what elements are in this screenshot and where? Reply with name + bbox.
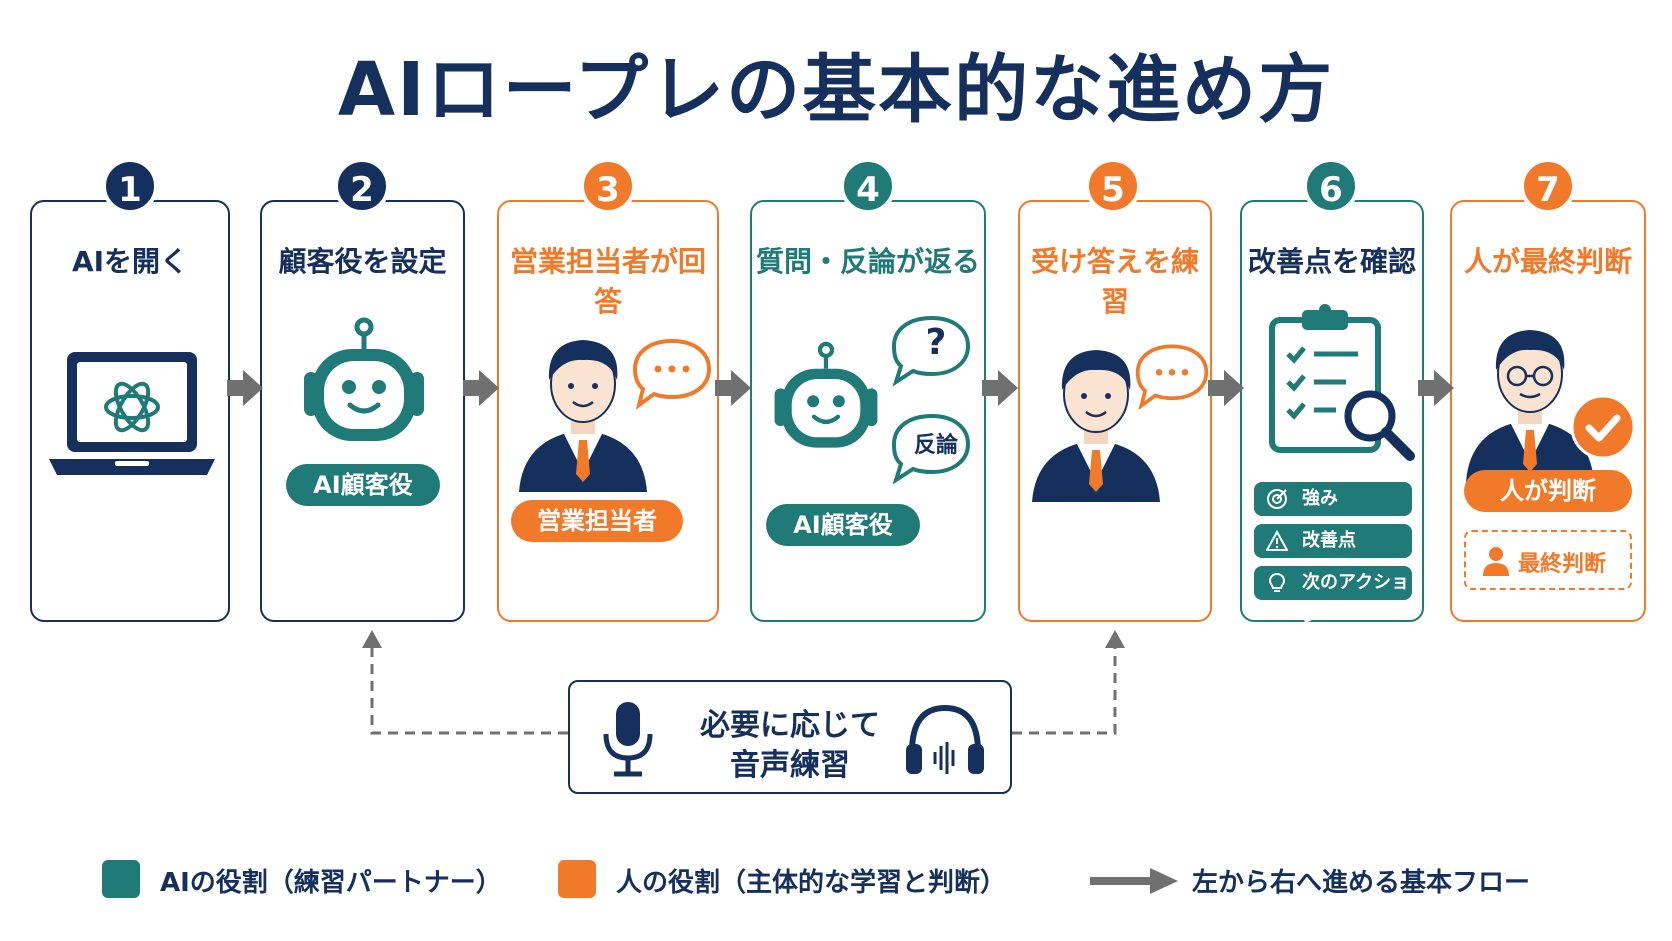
- legend-human-label: 人の役割（主体的な学習と判断）: [616, 868, 1007, 898]
- check-circle-icon: [1570, 394, 1636, 460]
- ai-customer-pill: AI顧客役: [286, 464, 440, 506]
- voice-practice-box: 必要に応じて 音声練習: [568, 680, 1012, 794]
- human-decision-pill: 人が判断: [1464, 470, 1632, 512]
- sales-rep-pill: 営業担当者: [511, 500, 683, 542]
- warning-icon: [1266, 530, 1288, 551]
- flow-arrow-5-6: [1208, 370, 1244, 406]
- step-number-2: 2: [334, 158, 390, 214]
- flow-arrow-2-3: [463, 370, 499, 406]
- step-title-3: 営業担当者が回答: [509, 245, 706, 318]
- step-number-6: 6: [1303, 158, 1359, 214]
- step-title-2: 顧客役を設定: [278, 245, 447, 278]
- step-title-7: 人が最終判断: [1463, 245, 1632, 278]
- legend-flow-arrow-icon: [1090, 868, 1178, 894]
- voice-line-1: 必要に応じて: [700, 708, 880, 743]
- legend-human-swatch: [558, 860, 596, 898]
- rebuttal-label: 反論: [913, 433, 958, 458]
- laptop-icon: [49, 352, 215, 475]
- legend-ai-label: AIの役割（練習パートナー）: [160, 868, 502, 898]
- step-card-4: 質問・反論が返る ? 反論 AI顧客役: [750, 200, 986, 622]
- final-decision-label: 最終判断: [1518, 552, 1607, 577]
- step-title-4: 質問・反論が返る: [755, 245, 980, 278]
- step-title-1: AIを開く: [71, 245, 189, 278]
- improvement-label: 改善点: [1302, 530, 1356, 551]
- step-card-5: 受け答えを練習: [1018, 200, 1212, 622]
- person-icon: [1483, 547, 1509, 576]
- target-icon: [1267, 489, 1287, 509]
- speech-bubble-icon: [632, 338, 712, 409]
- page-title: AIロープレの基本的な進め方: [337, 47, 1335, 133]
- question-mark: ?: [925, 322, 947, 363]
- microphone-icon: [603, 702, 653, 777]
- step-number-1: 1: [102, 158, 158, 214]
- step-number-7: 7: [1520, 158, 1576, 214]
- next-action-item: 次のアクション: [1254, 566, 1412, 627]
- flow-arrow-3-4: [715, 370, 751, 406]
- improvement-item: 改善点: [1254, 524, 1412, 558]
- legend-flow-label: 左から右へ進める基本フロー: [1192, 868, 1531, 898]
- flow-arrow-4-5: [982, 370, 1018, 406]
- legend-ai-swatch: [102, 860, 140, 898]
- businessman-icon: [519, 340, 647, 492]
- rebuttal-bubble-icon: [891, 413, 971, 484]
- step-number-3: 3: [580, 158, 636, 214]
- question-bubble-icon: [891, 315, 971, 387]
- step-card-6: 改善点を確認 強み 改善点 次のアクション: [1240, 200, 1424, 627]
- voice-line-2: 音声練習: [730, 748, 850, 783]
- speech-bubble-icon: [1135, 344, 1209, 410]
- headphones-icon: [906, 704, 984, 774]
- openai-logo-icon: [104, 381, 160, 433]
- step-number-4: 4: [840, 158, 896, 214]
- step-card-1: AIを開く: [30, 200, 230, 622]
- lightbulb-icon: [1268, 572, 1286, 592]
- step-title-6: 改善点を確認: [1247, 245, 1416, 278]
- flow-arrow-1-2: [227, 370, 263, 406]
- robot-icon: [774, 341, 878, 448]
- strength-label: 強み: [1302, 488, 1338, 509]
- ai-customer-pill: AI顧客役: [766, 504, 920, 546]
- strength-item: 強み: [1254, 482, 1412, 516]
- magnifier-icon: [1344, 390, 1415, 461]
- step-number-5: 5: [1085, 158, 1141, 214]
- businessman-icon: [1032, 350, 1160, 502]
- businessman-icon: [1466, 330, 1594, 482]
- robot-icon: [304, 317, 424, 441]
- next-action-label: 次のアクション: [1302, 572, 1410, 627]
- step-card-3: 営業担当者が回答 営業担当者: [497, 200, 719, 622]
- flow-arrow-6-7: [1418, 370, 1454, 406]
- step-card-2: 顧客役を設定 AI顧客役: [260, 200, 465, 622]
- step-card-7: 人が最終判断 人が判断 最終判断: [1450, 200, 1646, 622]
- final-decision-box: 最終判断: [1464, 530, 1632, 590]
- step-title-5: 受け答えを練習: [1030, 245, 1199, 318]
